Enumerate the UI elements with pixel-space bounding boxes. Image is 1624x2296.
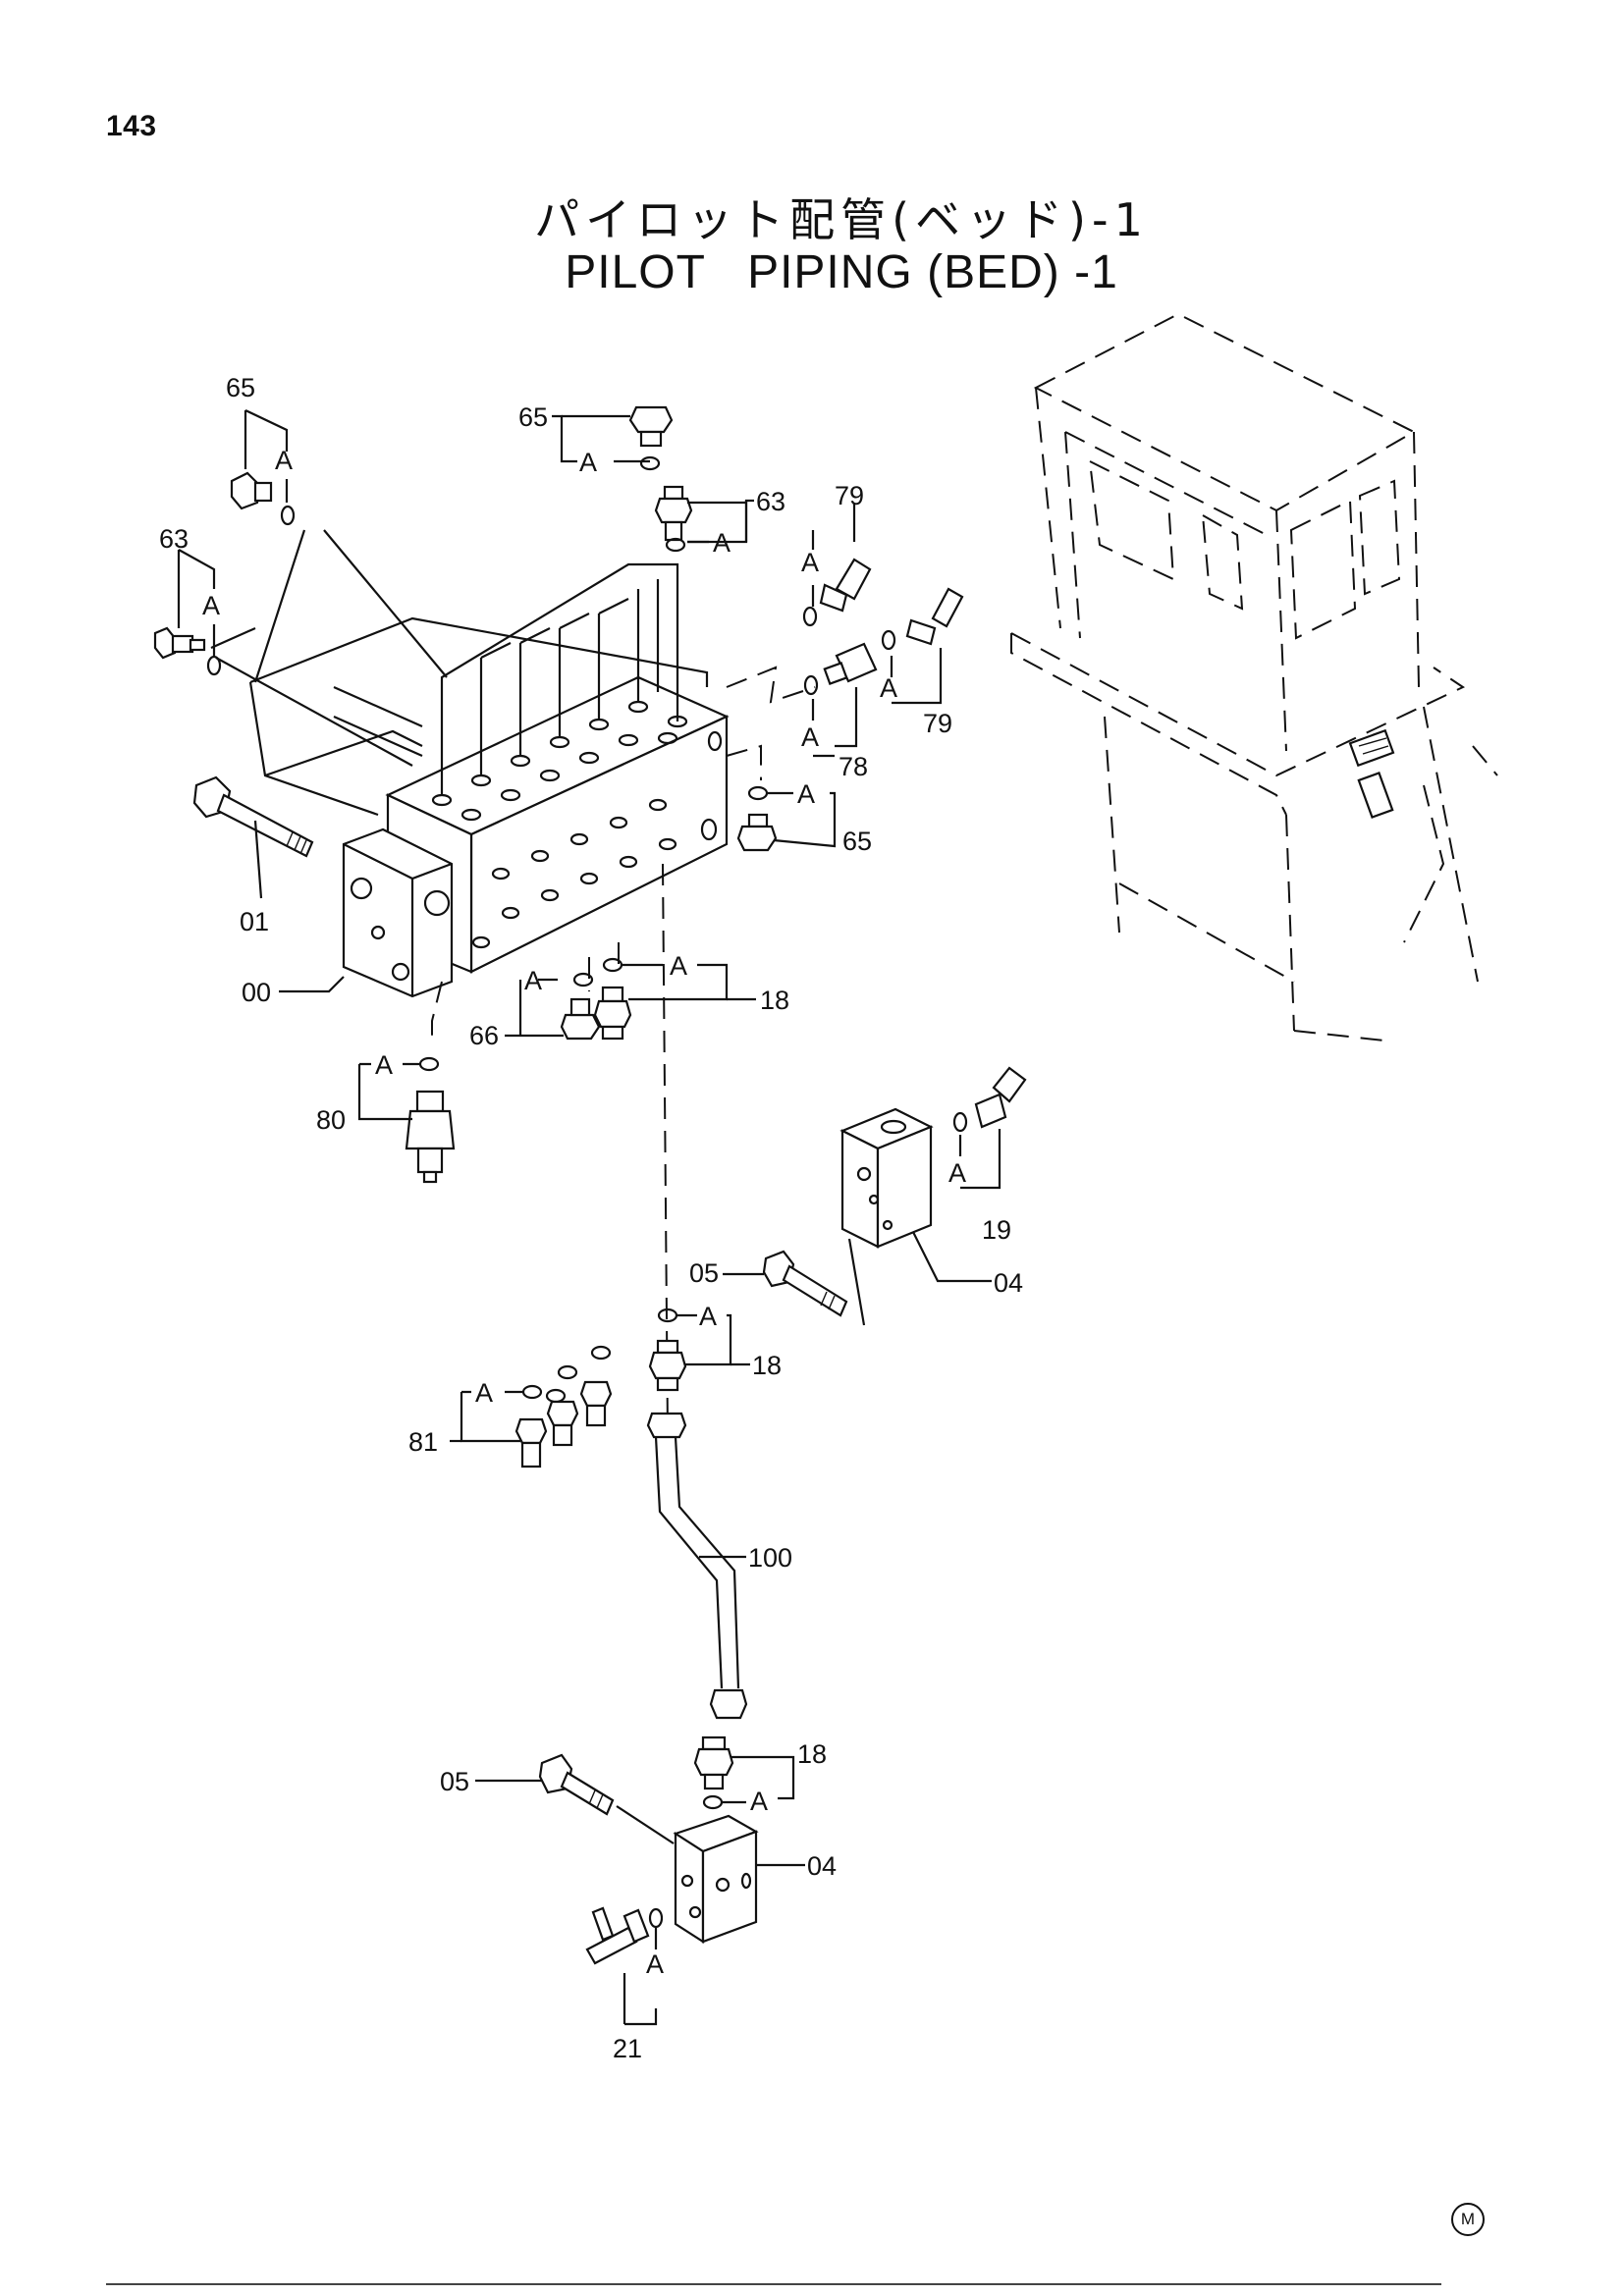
- marker-a: A: [750, 1787, 768, 1816]
- block-04-upper: [839, 1107, 992, 1326]
- bolt-05-lower: [538, 1753, 675, 1844]
- fitting-18-lower: [693, 1735, 734, 1810]
- marker-a: A: [797, 779, 815, 809]
- callout-100: 100: [748, 1543, 792, 1573]
- fitting-78: [803, 642, 878, 696]
- cab-outline: [1010, 312, 1498, 1041]
- callout-04: 04: [807, 1851, 837, 1881]
- elbow-79-upper: [802, 558, 872, 627]
- pressure-switch-80: [405, 1056, 456, 1184]
- callout-78: 78: [839, 752, 868, 781]
- callout-65: 65: [226, 373, 255, 402]
- fittings-81: [514, 1345, 613, 1468]
- marker-a: A: [713, 528, 731, 558]
- marker-a: A: [524, 966, 542, 995]
- marker-a: A: [275, 446, 293, 475]
- bottom-rule: [106, 2283, 1441, 2285]
- plug-65-right: [736, 785, 778, 852]
- callout-00: 00: [242, 978, 271, 1007]
- marker-a: A: [646, 1949, 664, 1979]
- fitting-18-middle: [648, 1308, 687, 1392]
- hose-100: [646, 1412, 748, 1720]
- callout-05: 05: [689, 1258, 719, 1288]
- callout-79: 79: [923, 709, 952, 738]
- port-leader-lines: [440, 562, 679, 795]
- marker-a: A: [880, 673, 897, 703]
- marker-a: A: [801, 722, 819, 752]
- callout-18: 18: [797, 1739, 827, 1769]
- valve-block: [210, 529, 816, 1434]
- callout-65: 65: [518, 402, 548, 432]
- callout-21: 21: [613, 2034, 642, 2063]
- callout-66: 66: [469, 1021, 499, 1050]
- callout-63: 63: [159, 524, 189, 554]
- callout-63: 63: [756, 487, 785, 516]
- marker-a: A: [475, 1378, 493, 1408]
- cab-connector: [1348, 728, 1395, 819]
- callout-81: 81: [408, 1427, 438, 1457]
- tee-21: [585, 1906, 664, 1965]
- corner-mark: M: [1451, 2203, 1485, 2236]
- marker-a: A: [579, 448, 597, 477]
- marker-a: A: [801, 548, 819, 577]
- marker-a: A: [670, 951, 687, 981]
- title-japanese: パイロット配管(ベッド)-1: [534, 193, 1149, 246]
- page-number: 143: [106, 110, 157, 142]
- ring-markers: A A A A A A A A A A A A A A A A: [202, 446, 966, 1979]
- callout-04: 04: [994, 1268, 1023, 1298]
- callout-18: 18: [752, 1351, 782, 1380]
- fitting-63-top: [654, 485, 693, 553]
- callout-80: 80: [316, 1105, 346, 1135]
- marker-a: A: [699, 1302, 717, 1331]
- callout-05: 05: [440, 1767, 469, 1796]
- callout-01: 01: [240, 907, 269, 936]
- marker-a: A: [948, 1158, 966, 1188]
- callout-18: 18: [760, 986, 789, 1015]
- fitting-66: [560, 972, 601, 1041]
- block-04-lower: [673, 1814, 759, 1945]
- title-english: PILOT PIPING (BED) -1: [565, 246, 1118, 298]
- callout-19: 19: [982, 1215, 1011, 1245]
- marker-a: A: [202, 591, 220, 620]
- plug-65-left: [230, 471, 296, 526]
- callout-79: 79: [835, 481, 864, 510]
- front-ports: [471, 730, 723, 949]
- plug-65-top: [628, 405, 674, 471]
- elbow-79-lower: [881, 587, 964, 651]
- callout-65: 65: [842, 827, 872, 856]
- callout-labels: 65 63 65 63 79 79 78 65 01 00 18 66 80 1…: [159, 373, 1023, 2063]
- marker-a: A: [375, 1050, 393, 1080]
- elbow-19: [952, 1066, 1027, 1133]
- fitting-18-upper: [593, 957, 632, 1041]
- bolt-01: [192, 775, 314, 858]
- callout-leaders: [177, 409, 1001, 2026]
- fitting-63-left: [153, 626, 222, 676]
- bolt-05-upper: [762, 1250, 848, 1317]
